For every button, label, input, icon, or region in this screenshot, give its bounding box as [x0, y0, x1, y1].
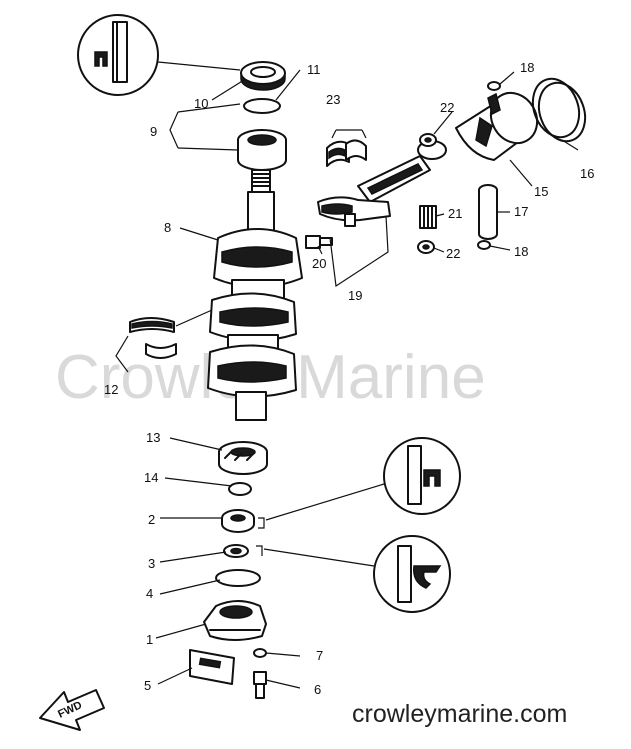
callout-14: 14	[144, 470, 158, 485]
bracket-16	[561, 139, 579, 151]
callout-23: 23	[326, 92, 340, 107]
callout-17: 17	[514, 204, 528, 219]
callout-18-bottom: 18	[514, 244, 528, 259]
bolt-6	[253, 671, 267, 699]
detail-circle-upper	[265, 437, 461, 521]
circlip-11	[243, 98, 281, 114]
callout-5: 5	[144, 678, 151, 693]
bracket-9	[169, 111, 179, 149]
needle-bearing-23	[326, 139, 367, 167]
detail-circle-lower	[263, 535, 451, 613]
bearing-9	[237, 129, 287, 171]
oil-seal-2	[221, 509, 255, 533]
callout-22-top: 22	[440, 100, 454, 115]
needle-bearing-21	[419, 205, 437, 229]
site-url: crowleymarine.com	[352, 700, 567, 728]
callout-19: 19	[348, 288, 362, 303]
piston-ring-16	[531, 77, 587, 143]
fwd-arrow-icon: FWD	[39, 689, 105, 731]
callout-3: 3	[148, 556, 155, 571]
callout-21: 21	[448, 206, 462, 221]
piston-15	[455, 91, 539, 161]
callout-9: 9	[150, 124, 157, 139]
o-ring-4	[215, 569, 261, 587]
washer-7	[253, 648, 267, 658]
bracket-23	[331, 129, 367, 139]
washer-22-top	[419, 133, 437, 147]
bracket-2-3	[256, 517, 265, 556]
callout-4: 4	[146, 586, 153, 601]
callout-12: 12	[104, 382, 118, 397]
callout-16: 16	[580, 166, 594, 181]
bracket-19	[329, 215, 389, 288]
callout-22-bottom: 22	[446, 246, 460, 261]
connecting-rod-19	[317, 140, 447, 227]
clip-18-bottom	[477, 240, 491, 250]
conrod-bolt-20	[305, 235, 333, 249]
callout-13: 13	[146, 430, 160, 445]
callout-11: 11	[307, 62, 321, 77]
callout-18-top: 18	[520, 60, 534, 75]
detail-circle-oil-seal	[77, 14, 241, 96]
callout-6: 6	[314, 682, 321, 697]
crankpin-bearing-12	[129, 309, 213, 359]
callout-20: 20	[312, 256, 326, 271]
clip-18-top	[487, 81, 501, 91]
housing-1	[203, 600, 267, 641]
retainer-14	[228, 482, 252, 496]
piston-pin-17	[478, 184, 498, 240]
plate-5	[189, 649, 235, 685]
callout-10: 10	[194, 96, 208, 111]
bracket-12	[115, 335, 129, 373]
crankshaft-8	[207, 169, 303, 421]
washer-22-bottom	[417, 240, 435, 254]
bearing-13	[218, 441, 268, 475]
callout-7: 7	[316, 648, 323, 663]
callout-1: 1	[146, 632, 153, 647]
callout-15: 15	[534, 184, 548, 199]
callout-8: 8	[164, 220, 171, 235]
oil-seal-3	[223, 544, 249, 558]
oil-seal-10	[240, 61, 286, 91]
callout-2: 2	[148, 512, 155, 527]
